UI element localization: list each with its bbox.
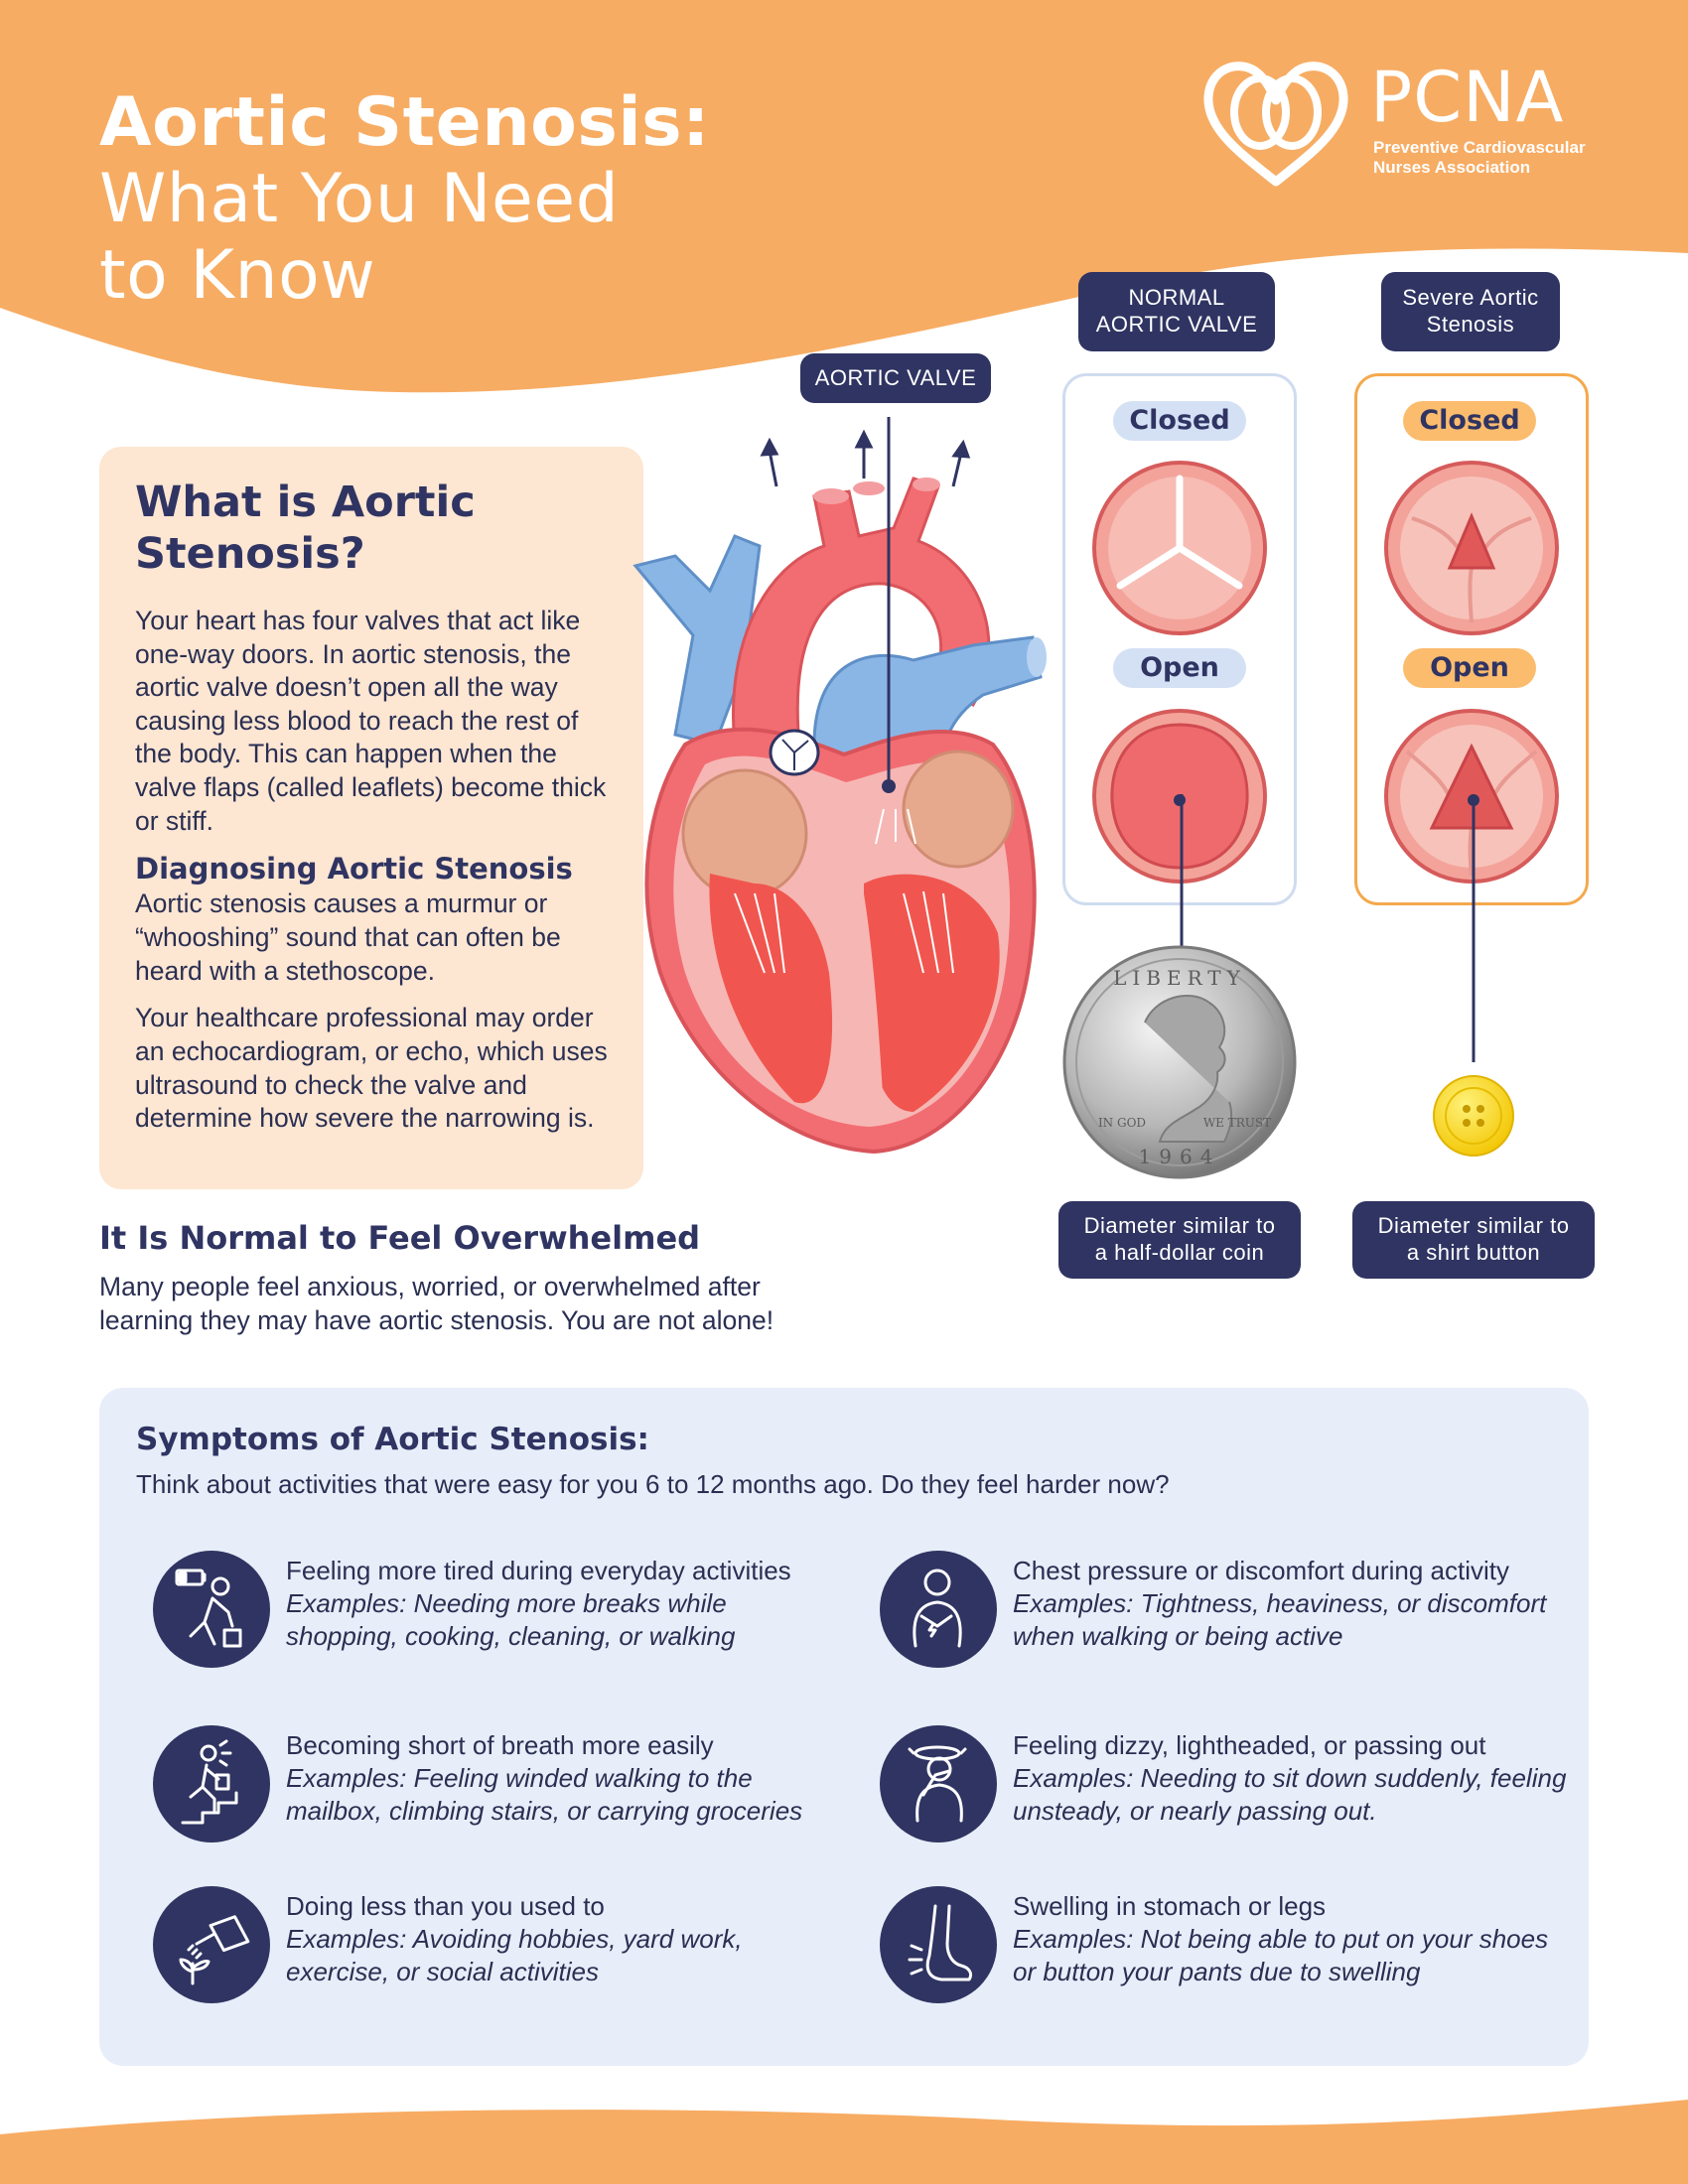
climbing-stairs-icon [153,1725,270,1843]
button-pointer-line [1472,794,1476,1062]
severe-open-valve-icon [1384,709,1559,884]
pcna-heart-logo-icon [1203,62,1348,187]
chest-pain-icon [880,1551,997,1668]
normal-valve-label: NORMAL AORTIC VALVE [1078,272,1275,351]
title-line-1: Aortic Stenosis: [99,83,710,162]
symptom-examples: Examples: Avoiding hobbies, yard work, e… [286,1924,743,1987]
overwhelmed-section: It Is Normal to Feel Overwhelmed Many pe… [99,1219,854,1337]
symptom-title: Feeling more tired during everyday activ… [286,1556,791,1585]
diagnosing-heading: Diagnosing Aortic Stenosis [135,852,573,887]
severe-closed-valve-icon [1384,461,1559,635]
swollen-foot-icon [880,1886,997,2003]
diagnosing-body-1: Aortic stenosis causes a murmur or “whoo… [135,888,561,986]
watering-can-plant-icon [153,1886,270,2003]
coin-year-text: 1964 [1139,1145,1221,1168]
symptom-examples: Examples: Feeling winded walking to the … [286,1763,803,1827]
normal-open-tag: Open [1113,648,1246,688]
aortic-valve-pointer-line [887,417,891,786]
what-is-body: Your heart has four valves that act like… [135,605,607,836]
normal-closed-tag: Closed [1113,401,1246,441]
symptom-examples: Examples: Needing to sit down suddenly, … [1013,1763,1567,1827]
symptom-title: Chest pressure or discomfort during acti… [1013,1556,1509,1585]
diagnosing-body-2: Your healthcare professional may order a… [135,1003,608,1134]
coin-caption: Diameter similar to a half-dollar coin [1058,1201,1301,1279]
normal-open-valve-icon [1092,709,1267,884]
symptoms-intro: Think about activities that were easy fo… [136,1469,1170,1499]
symptom-title: Becoming short of breath more easily [286,1730,714,1760]
what-is-heading: What is Aortic Stenosis? [135,478,476,580]
half-dollar-coin-image: LIBERTY IN GOD WE TRUST 1964 [1062,945,1297,1179]
page-title: Aortic Stenosis: What You Need to Know [99,83,814,315]
symptom-examples: Examples: Needing more breaks while shop… [286,1588,736,1652]
button-caption: Diameter similar to a shirt button [1352,1201,1595,1279]
dizzy-head-icon [880,1725,997,1843]
overwhelmed-heading: It Is Normal to Feel Overwhelmed [99,1219,701,1257]
symptom-examples: Examples: Not being able to put on your … [1013,1924,1549,1987]
symptoms-heading: Symptoms of Aortic Stenosis: [136,1422,649,1457]
title-line-2: What You Need [99,159,620,238]
symptoms-section: Symptoms of Aortic Stenosis: Think about… [99,1388,1589,2066]
coin-god-text: IN GOD [1098,1116,1146,1130]
aortic-valve-label: AORTIC VALVE [800,353,991,403]
severe-closed-tag: Closed [1403,401,1536,441]
symptom-examples: Examples: Tightness, heaviness, or disco… [1013,1588,1547,1652]
symptom-title: Swelling in stomach or legs [1013,1891,1327,1921]
severe-stenosis-label: Severe Aortic Stenosis [1381,272,1560,351]
coin-liberty-text: LIBERTY [1113,966,1246,990]
coin-pointer-line [1180,794,1184,953]
title-line-3: to Know [99,235,376,315]
heart-illustration [633,429,1047,1155]
shirt-button-image [1433,1075,1514,1157]
severe-open-tag: Open [1403,648,1536,688]
what-is-aortic-stenosis-box: What is Aortic Stenosis? Your heart has … [99,447,643,1189]
logo-subtitle: Preventive Cardiovascular Nurses Associa… [1373,138,1586,178]
symptom-title: Doing less than you used to [286,1891,605,1921]
symptom-title: Feeling dizzy, lightheaded, or passing o… [1013,1730,1486,1760]
logo-wordmark: PCNA [1370,57,1565,138]
pcna-logo: PCNA Preventive Cardiovascular Nurses As… [1196,55,1594,194]
footer-wave-background [0,2100,1688,2184]
coin-trust-text: WE TRUST [1203,1116,1271,1130]
overwhelmed-body: Many people feel anxious, worried, or ov… [99,1272,774,1335]
tired-person-battery-icon [153,1551,270,1668]
normal-closed-valve-icon [1092,461,1267,635]
